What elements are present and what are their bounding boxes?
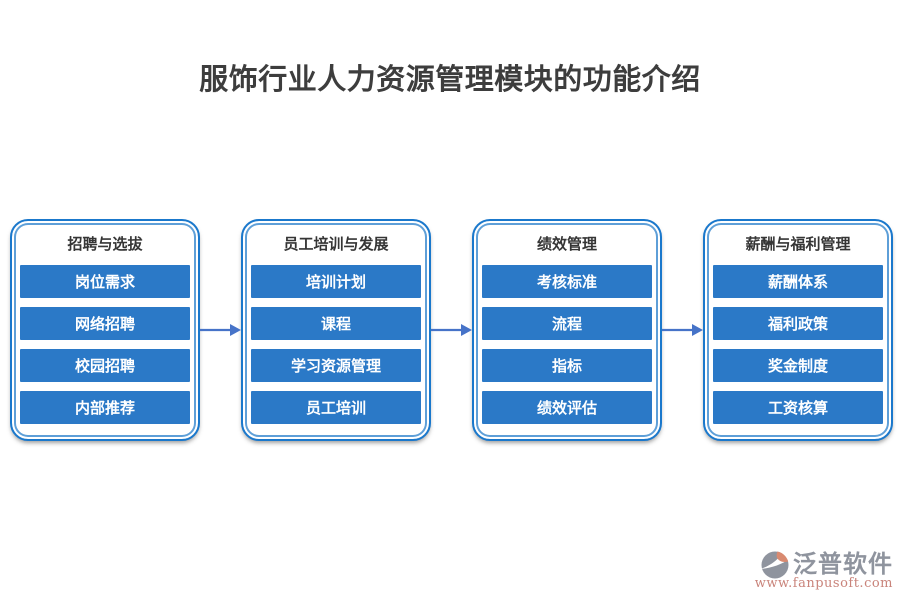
- card-header: 员工培训与发展: [283, 235, 389, 253]
- card-item: 指标: [482, 349, 652, 382]
- brand-name: 泛普软件: [793, 551, 893, 578]
- card-item: 考核标准: [482, 265, 652, 298]
- module-flowchart: 招聘与选拔 岗位需求 网络招聘 校园招聘 内部推荐 员工培训与发展 培训计划 课…: [10, 219, 893, 441]
- card-item: 奖金制度: [713, 349, 883, 382]
- card-item: 岗位需求: [20, 265, 190, 298]
- card-header: 薪酬与福利管理: [745, 235, 851, 253]
- card-item: 员工培训: [251, 391, 421, 424]
- flow-connector: [200, 219, 241, 441]
- card-item: 培训计划: [251, 265, 421, 298]
- card-item: 薪酬体系: [713, 265, 883, 298]
- brand-watermark: 泛普软件 www.fanpusoft.com: [755, 550, 893, 591]
- card-item: 流程: [482, 307, 652, 340]
- card-item: 绩效评估: [482, 391, 652, 424]
- brand-url: www.fanpusoft.com: [754, 576, 893, 591]
- flow-connector: [662, 219, 703, 441]
- card-item: 校园招聘: [20, 349, 190, 382]
- flow-arrow-icon: [200, 324, 241, 336]
- module-card-training: 员工培训与发展 培训计划 课程 学习资源管理 员工培训: [241, 219, 431, 441]
- card-item: 工资核算: [713, 391, 883, 424]
- card-item: 网络招聘: [20, 307, 190, 340]
- module-card-recruitment: 招聘与选拔 岗位需求 网络招聘 校园招聘 内部推荐: [10, 219, 200, 441]
- card-item: 学习资源管理: [251, 349, 421, 382]
- flow-arrow-icon: [431, 324, 472, 336]
- card-item: 课程: [251, 307, 421, 340]
- flow-connector: [431, 219, 472, 441]
- fanpu-logo-icon: [760, 551, 790, 579]
- module-card-performance: 绩效管理 考核标准 流程 指标 绩效评估: [472, 219, 662, 441]
- card-header: 招聘与选拔: [67, 235, 143, 253]
- page-title: 服饰行业人力资源管理模块的功能介绍: [199, 62, 701, 96]
- card-header: 绩效管理: [536, 235, 597, 253]
- card-item: 内部推荐: [20, 391, 190, 424]
- module-card-compensation: 薪酬与福利管理 薪酬体系 福利政策 奖金制度 工资核算: [703, 219, 893, 441]
- flow-arrow-icon: [662, 324, 703, 336]
- card-item: 福利政策: [713, 307, 883, 340]
